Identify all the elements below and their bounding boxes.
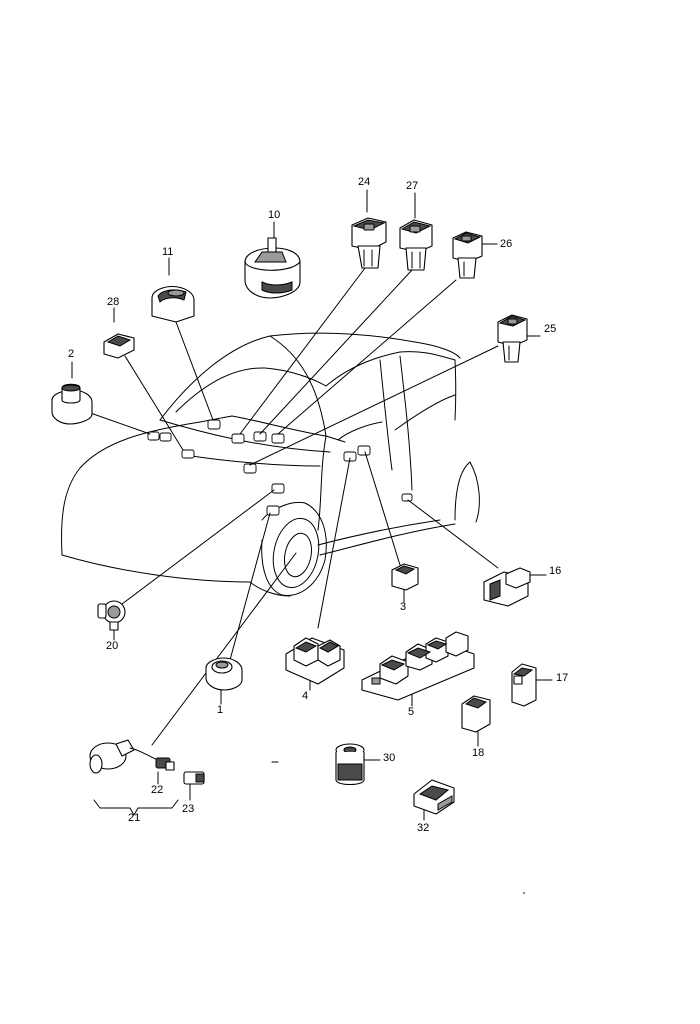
callout-numbers: 24 27 26 25 10 11 28 2 16 17 3 20 1 4 5 … [68, 176, 568, 834]
leader-lines [71, 189, 553, 894]
callout-16: 16 [549, 565, 561, 577]
callout-2: 2 [68, 348, 74, 360]
callout-4: 4 [302, 690, 308, 702]
part-20-sensor [97, 600, 126, 631]
part-4-window-switch [285, 637, 345, 685]
part-3-switch [391, 563, 419, 591]
part-30-lock-cylinder [335, 743, 365, 786]
part-16-connector [483, 567, 531, 607]
part-28-switch [103, 333, 135, 359]
mounting-points [147, 419, 413, 516]
callout-17: 17 [556, 672, 568, 684]
callout-32: 32 [417, 822, 429, 834]
part-5-window-switch-panel [361, 631, 475, 701]
part-17-switch [511, 663, 537, 707]
callout-22: 22 [151, 784, 163, 796]
part-32-module [413, 779, 455, 815]
part-21-sensor-assembly [89, 739, 205, 785]
callout-10: 10 [268, 209, 280, 221]
callout-21: 21 [128, 812, 140, 824]
callout-28: 28 [107, 296, 119, 308]
part-1-knob [205, 657, 243, 691]
callout-27: 27 [406, 180, 418, 192]
part-2-knob [51, 383, 93, 425]
part-26-switch [452, 231, 483, 279]
callout-30: 30 [383, 752, 395, 764]
callout-3: 3 [400, 601, 406, 613]
part-11-switch [151, 286, 195, 323]
callout-23: 23 [182, 803, 194, 815]
callout-1: 1 [217, 704, 223, 716]
callout-25: 25 [544, 323, 556, 335]
callout-26: 26 [500, 238, 512, 250]
part-27-switch [399, 219, 433, 271]
callout-24: 24 [358, 176, 370, 188]
callout-11: 11 [162, 246, 173, 258]
car-outline [61, 332, 480, 597]
part-25-switch [497, 314, 528, 363]
part-24-switch [351, 217, 387, 269]
callout-5: 5 [408, 706, 414, 718]
callout-18: 18 [472, 747, 484, 759]
callout-20: 20 [106, 640, 118, 652]
part-18-switch [461, 695, 491, 733]
part-10-light-switch [244, 237, 301, 299]
